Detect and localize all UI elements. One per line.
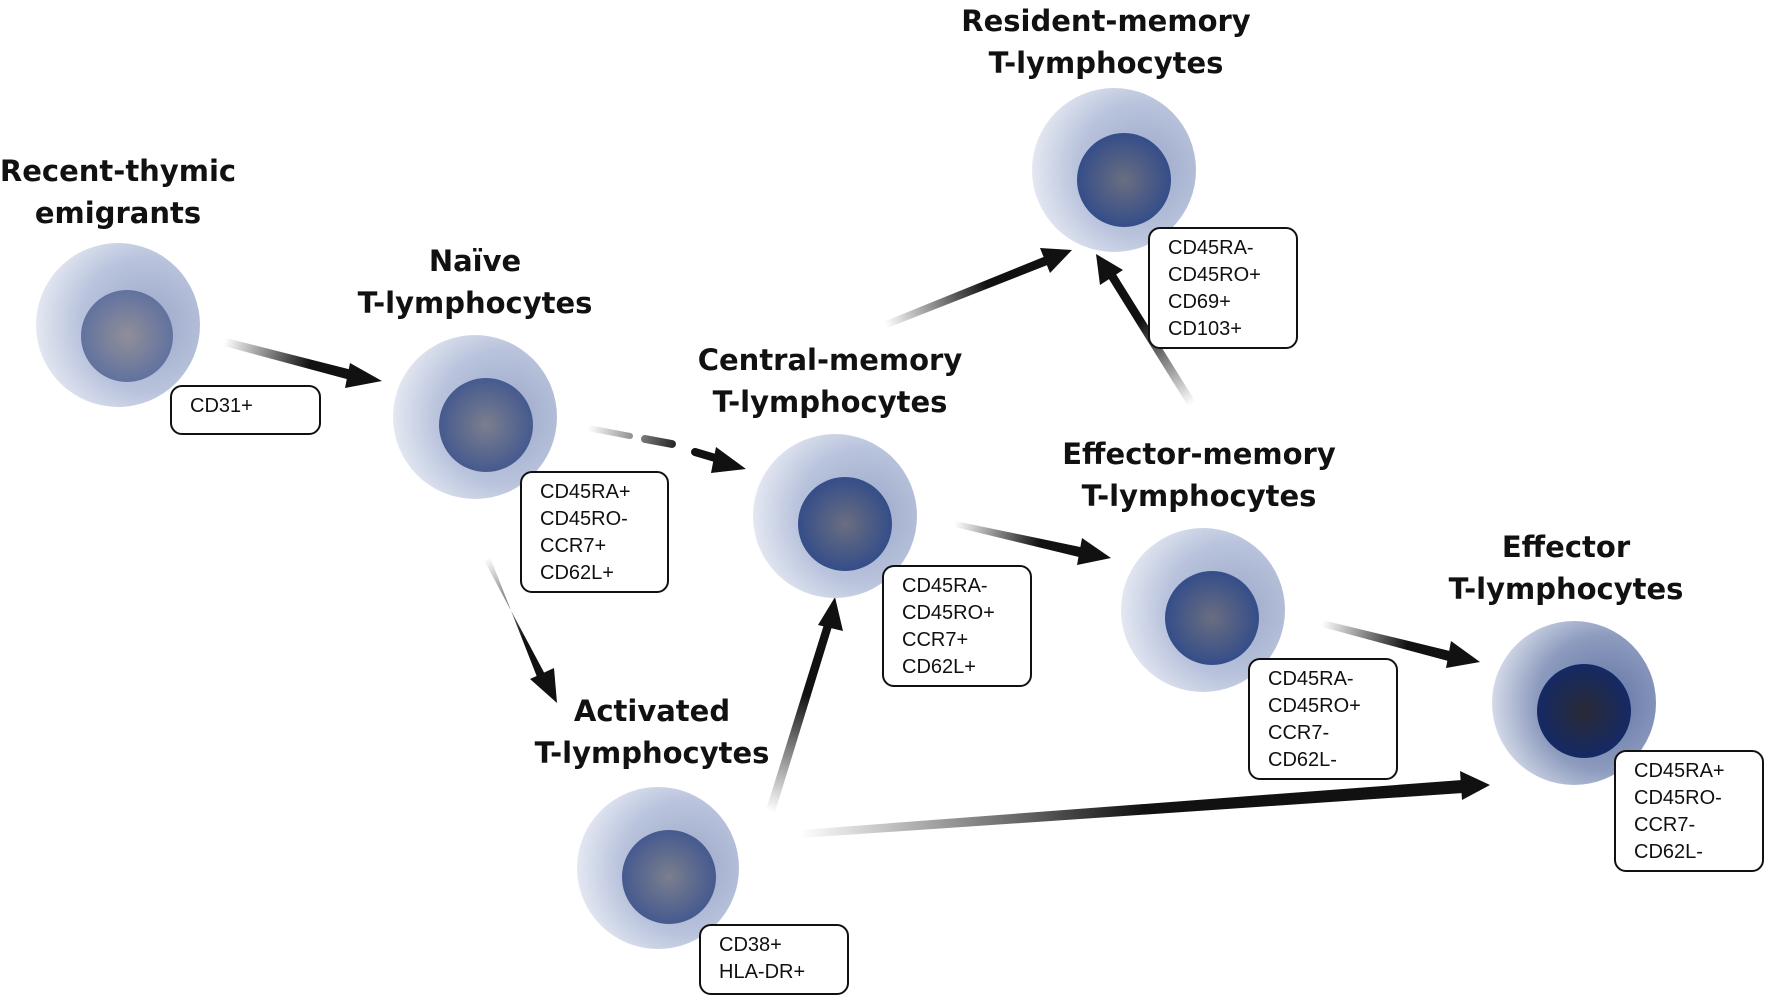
label-activated: Activated T-lymphocytes <box>534 694 770 770</box>
label-effector-memory: Effector-memory T-lymphocytes <box>1062 437 1336 513</box>
marker-box-effector: CD45RA+ CD45RO- CCR7- CD62L- <box>1614 750 1764 872</box>
arrow-activated-to-effector <box>800 771 1490 838</box>
arrow-naive-to-central-memory <box>585 425 746 473</box>
marker-box-central-memory: CD45RA- CD45RO+ CCR7+ CD62L+ <box>882 565 1032 687</box>
label-recent-thymic-emigrants: Recent-thymic emigrants <box>0 154 237 230</box>
marker-box-effector-memory: CD45RA- CD45RO+ CCR7- CD62L- <box>1248 658 1398 780</box>
arrow-central-memory-to-effector-memory <box>955 521 1111 565</box>
marker-box-activated: CD38+ HLA-DR+ <box>699 924 849 995</box>
cell-activated <box>577 787 739 949</box>
label-naive: Naïve T-lymphocytes <box>357 244 593 320</box>
cell-effector <box>1492 621 1656 785</box>
cell-recent-thymic-emigrants <box>36 243 200 407</box>
label-effector: Effector T-lymphocytes <box>1448 530 1684 606</box>
cell-effector-memory <box>1121 528 1285 692</box>
marker-box-recent-thymic: CD31+ <box>170 385 321 435</box>
arrow-naive-to-activated <box>484 557 557 703</box>
cell-naive <box>393 335 557 499</box>
cell-central-memory <box>753 434 917 598</box>
arrow-central-memory-to-resident-memory <box>883 248 1072 328</box>
cell-resident-memory <box>1032 88 1196 252</box>
arrow-effector-memory-to-effector <box>1322 620 1480 668</box>
marker-box-naive: CD45RA+ CD45RO- CCR7+ CD62L+ <box>520 471 669 593</box>
marker-box-resident-memory: CD45RA- CD45RO+ CD69+ CD103+ <box>1148 227 1298 349</box>
arrow-activated-to-central-memory <box>766 597 843 812</box>
label-resident-memory: Resident-memory T-lymphocytes <box>961 4 1251 80</box>
label-central-memory: Central-memory T-lymphocytes <box>697 343 963 419</box>
arrow-recent-thymic-to-naive <box>224 338 382 388</box>
